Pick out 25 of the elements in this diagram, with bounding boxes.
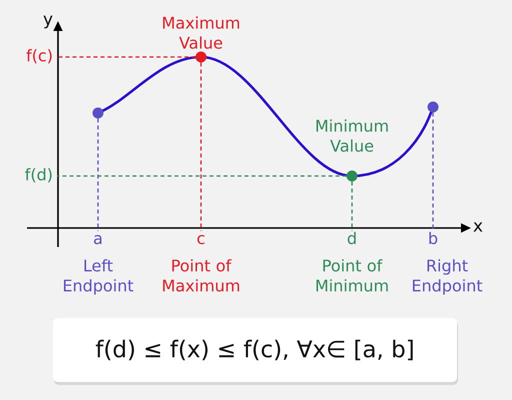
- axis-label: c: [197, 235, 204, 244]
- annotation-label: Left Endpoint: [64, 259, 134, 295]
- annotation-label: Point of Maximum: [163, 259, 240, 292]
- annotation-label: Point of Minimum: [316, 259, 388, 292]
- axis-label: b: [429, 232, 438, 244]
- guide-line: [97, 118, 99, 231]
- guide-line: [432, 112, 434, 231]
- formula-box: f(d) ≤ f(x) ≤ f(c), ∀x∈ [a, b]: [53, 318, 458, 385]
- annotation-label: Minimum Value: [316, 119, 388, 152]
- annotation-label: Right Endpoint: [412, 259, 482, 295]
- axis-label: f(c): [26, 49, 52, 64]
- axis-title: x: [473, 222, 482, 232]
- guide-line: [200, 62, 202, 231]
- guide-line: [351, 182, 353, 231]
- guide-line: [57, 56, 196, 58]
- point-marker: [196, 52, 206, 62]
- axis-title: y: [43, 16, 53, 28]
- point-marker: [92, 108, 104, 118]
- axis-label: d: [348, 232, 356, 244]
- point-marker: [428, 102, 438, 112]
- annotation-label: Maximum Value: [163, 16, 240, 49]
- point-marker: [346, 170, 358, 182]
- axis-label: f(d): [25, 168, 52, 182]
- axis-label: a: [94, 235, 102, 244]
- guide-line: [57, 175, 346, 177]
